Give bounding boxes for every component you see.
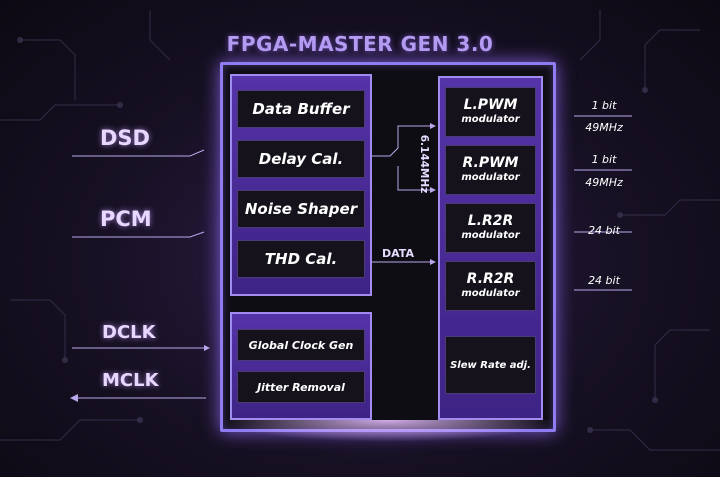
l-pwm-modulator: L.PWM modulator	[445, 87, 536, 137]
noise-shaper-block: Noise Shaper	[237, 190, 365, 228]
processing-group: Data Buffer Delay Cal. Noise Shaper THD …	[230, 74, 372, 296]
dsd-label: DSD	[100, 126, 150, 150]
modulator-group: L.PWM modulator R.PWM modulator L.R2R mo…	[438, 76, 543, 420]
data-label: DATA	[382, 247, 414, 260]
data-buffer-block: Data Buffer	[237, 90, 365, 128]
delay-cal-block: Delay Cal.	[237, 140, 365, 178]
clock-frequency-label: 6.144MHz	[418, 134, 430, 194]
clock-group: Global Clock Gen Jitter Removal	[230, 312, 372, 420]
clock-arrow-bottom	[430, 187, 436, 193]
thd-cal-block: THD Cal.	[237, 240, 365, 278]
output-bits-1: 1 bit	[591, 99, 617, 112]
output-bits-3: 24 bit	[588, 224, 620, 237]
r-r2r-modulator: R.R2R modulator	[445, 261, 536, 311]
modulator-name: L.PWM	[463, 97, 518, 114]
slew-rate-block: Slew Rate adj.	[445, 336, 536, 394]
dclk-label: DCLK	[102, 322, 156, 343]
clock-line-top	[372, 125, 430, 157]
modulator-sub: modulator	[461, 172, 520, 184]
pcm-label: PCM	[100, 207, 152, 231]
modulator-name: R.R2R	[466, 271, 515, 288]
modulator-sub: modulator	[461, 288, 520, 300]
diagram-title: FPGA-MASTER GEN 3.0	[226, 32, 494, 56]
mclk-arrow	[70, 394, 78, 402]
pcm-input-line	[72, 231, 205, 238]
modulator-sub: modulator	[461, 114, 520, 126]
output-freq-1: 49MHz	[585, 121, 623, 134]
mclk-label: MCLK	[102, 370, 159, 391]
jitter-removal-block: Jitter Removal	[237, 371, 365, 403]
l-r2r-modulator: L.R2R modulator	[445, 203, 536, 253]
clock-line-bottom	[397, 166, 430, 191]
modulator-name: L.R2R	[467, 213, 514, 230]
chip-bottom-glow	[220, 420, 556, 442]
output-freq-2: 49MHz	[585, 176, 623, 189]
r-pwm-modulator: R.PWM modulator	[445, 145, 536, 195]
dclk-arrow	[204, 345, 210, 351]
data-arrow	[430, 259, 436, 265]
output-bits-4: 24 bit	[588, 274, 620, 287]
modulator-name: R.PWM	[462, 155, 519, 172]
clock-arrow-top	[430, 123, 436, 129]
global-clock-gen-block: Global Clock Gen	[237, 329, 365, 361]
output-bits-2: 1 bit	[591, 153, 617, 166]
modulator-sub: modulator	[461, 230, 520, 242]
dsd-input-line	[72, 149, 205, 157]
